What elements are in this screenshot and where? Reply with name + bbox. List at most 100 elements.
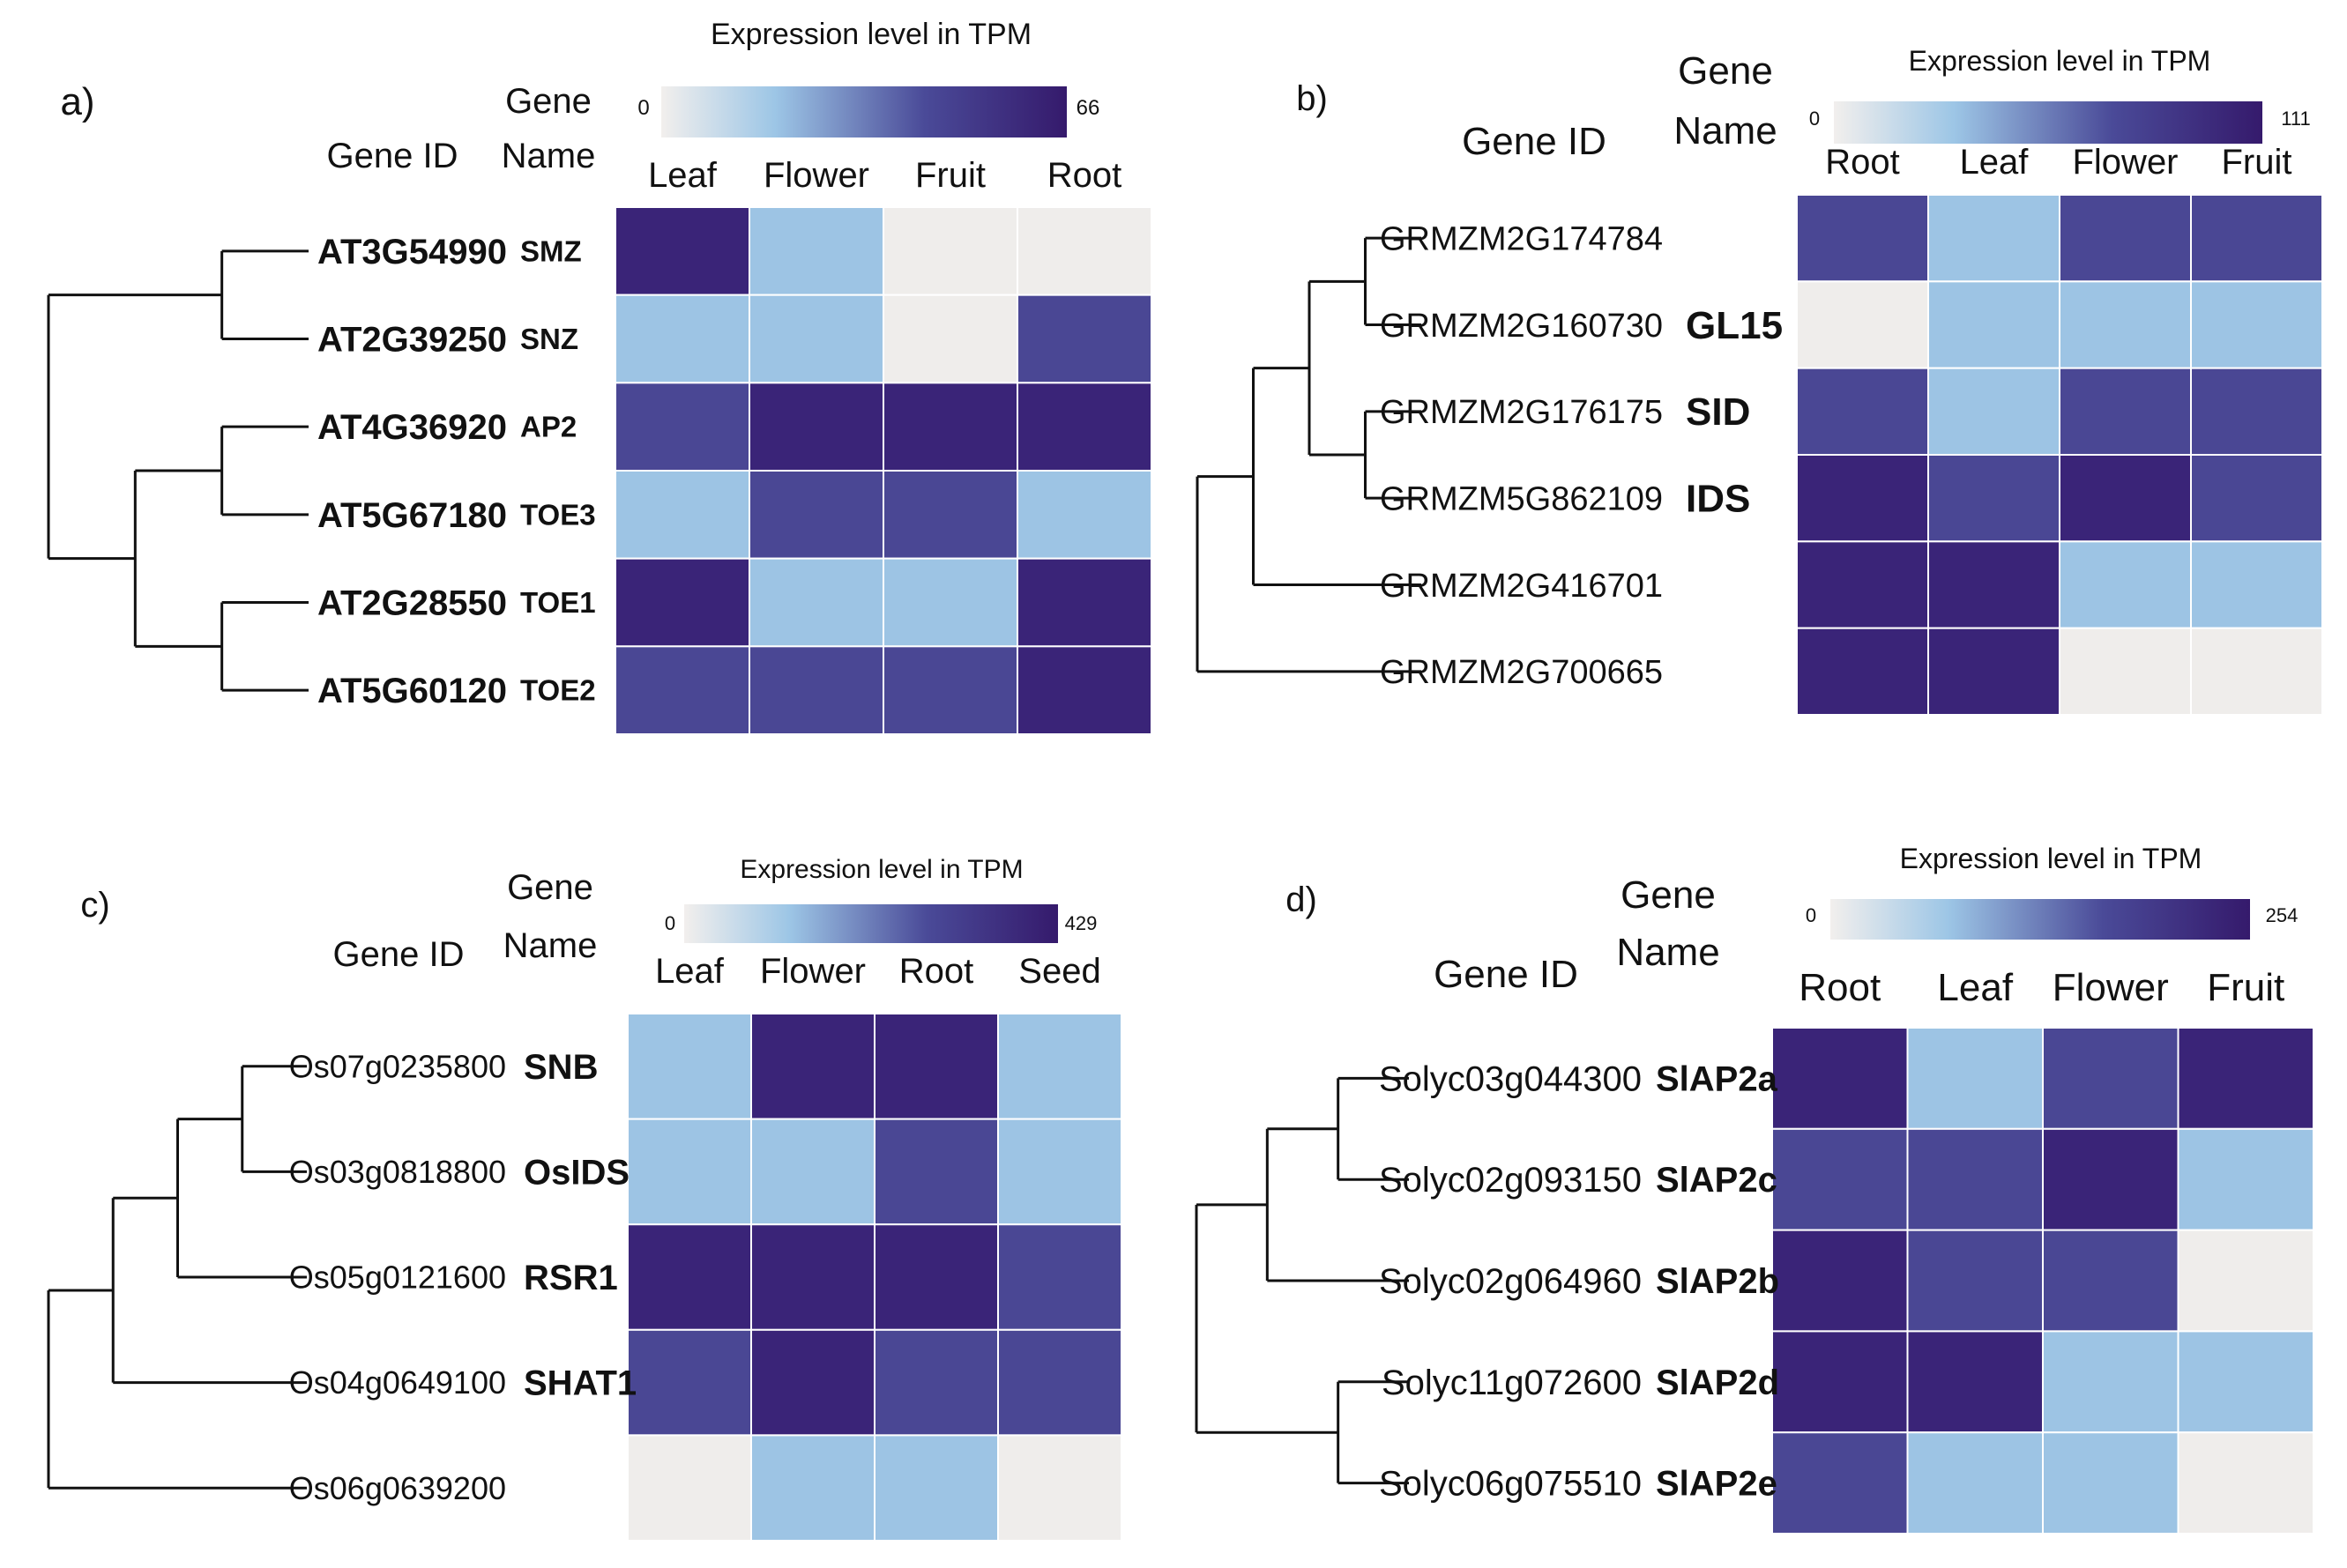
gene-id-label: Solyc11g072600 [1382, 1364, 1642, 1402]
gene-id-label: Os05g0121600 [289, 1260, 506, 1296]
heatmap-cell [883, 470, 1018, 560]
heatmap-cell [874, 1328, 999, 1437]
gene-name-label: SNZ [520, 323, 578, 355]
heatmap-cell [997, 1223, 1122, 1331]
column-label-seed: Seed [1018, 952, 1100, 991]
heatmap-cell [1796, 280, 1929, 369]
heatmap-cell [883, 206, 1018, 296]
heatmap-cell [2177, 1229, 2314, 1333]
heatmap-cell [2059, 194, 2192, 283]
gene-id-label: AT3G54990 [317, 233, 507, 271]
heatmap-cell [1771, 1330, 1909, 1434]
heatmap-cell [1796, 194, 1929, 283]
heatmap-cell [2190, 367, 2323, 456]
column-label-root: Root [1825, 143, 1900, 182]
heatmap-cell [1796, 627, 1929, 717]
gene-name-header-line2: Name [502, 137, 596, 175]
heatmap-cell [749, 557, 884, 648]
heatmap-cell [1927, 194, 2060, 283]
heatmap-cell [627, 1118, 752, 1226]
gene-name-label: RSR1 [524, 1259, 618, 1297]
gene-name-label: IDS [1686, 478, 1750, 521]
heatmap-cell [749, 382, 884, 472]
column-label-fruit: Fruit [2222, 143, 2292, 182]
column-label-leaf: Leaf [1937, 966, 2013, 1009]
heatmap-cell [615, 294, 750, 384]
heatmap-cell [997, 1013, 1122, 1120]
panel-label: c) [80, 886, 109, 925]
gene-id-label: Os07g0235800 [289, 1048, 506, 1084]
scale-min-label: 0 [1809, 108, 1820, 130]
gene-name-label: SlAP2b [1656, 1262, 1779, 1301]
gene-name-label: GL15 [1686, 304, 1783, 347]
heatmap-cell [615, 645, 750, 735]
gene-id-label: GRMZM2G160730 [1380, 308, 1663, 345]
heatmap-cell [750, 1434, 875, 1542]
heatmap-cell [1017, 382, 1152, 472]
gene-name-header-line2: Name [1616, 931, 1719, 974]
heatmap-cell [1796, 367, 1929, 456]
heatmap-cell [2177, 1431, 2314, 1535]
heatmap-cell [1906, 1330, 2044, 1434]
gene-id-header: Gene ID [333, 935, 465, 974]
gene-id-label: Solyc02g093150 [1379, 1161, 1642, 1200]
heatmap-cell [1796, 454, 1929, 543]
gene-id-label: GRMZM2G700665 [1380, 654, 1663, 691]
scale-max-label: 429 [1065, 912, 1098, 934]
column-label-flower: Flower [2053, 966, 2169, 1009]
scale-min-label: 0 [1806, 904, 1816, 926]
heatmap-cell [2177, 1027, 2314, 1130]
heatmap-cell [883, 557, 1018, 648]
heatmap-cell [1927, 454, 2060, 543]
heatmap-cell [1906, 1431, 2044, 1535]
scale-title: Expression level in TPM [711, 18, 1032, 51]
gene-name-label: TOE3 [520, 498, 596, 531]
gene-name-label: TOE1 [520, 586, 596, 619]
heatmap-cell [2059, 280, 2192, 369]
heatmap-cell [627, 1223, 752, 1331]
panel-label: d) [1285, 881, 1317, 919]
gene-name-label: SID [1686, 390, 1750, 434]
gene-id-label: AT2G39250 [317, 321, 507, 360]
scale-title: Expression level in TPM [740, 855, 1023, 884]
gene-name-label: AP2 [520, 411, 577, 443]
gene-id-label: GRMZM5G862109 [1380, 480, 1663, 517]
gene-id-label: AT4G36920 [317, 408, 507, 447]
heatmap-cell [2190, 454, 2323, 543]
heatmap-cell [2190, 280, 2323, 369]
color-scale-bar [661, 86, 1067, 137]
heatmap-cell [997, 1118, 1122, 1226]
heatmap-cell [874, 1223, 999, 1331]
gene-name-label: SlAP2e [1656, 1465, 1777, 1504]
gene-id-label: Os06g0639200 [289, 1470, 506, 1506]
heatmap-cell [750, 1013, 875, 1120]
heatmap-cell [1927, 367, 2060, 456]
heatmap-cell [1771, 1127, 1909, 1231]
heatmap-cell [1017, 470, 1152, 560]
gene-name-label: SNB [524, 1048, 598, 1087]
heatmap-cell [1017, 206, 1152, 296]
panel-label: a) [60, 80, 94, 123]
heatmap-cell [749, 294, 884, 384]
panel-label: b) [1296, 79, 1328, 118]
heatmap-cell [1927, 540, 2060, 629]
heatmap-cell [1796, 540, 1929, 629]
gene-id-label: GRMZM2G416701 [1380, 568, 1663, 605]
gene-name-label: SHAT1 [524, 1364, 637, 1403]
heatmap-cell [2059, 454, 2192, 543]
column-label-flower: Flower [2072, 143, 2178, 182]
heatmap-cell [1906, 1229, 2044, 1333]
heatmap-cell [1906, 1027, 2044, 1130]
heatmap-cell [2190, 194, 2323, 283]
gene-id-label: AT2G28550 [317, 584, 507, 623]
gene-name-label: SlAP2c [1656, 1161, 1777, 1200]
heatmap-cell [2042, 1127, 2179, 1231]
column-label-leaf: Leaf [648, 156, 718, 195]
scale-max-label: 66 [1077, 96, 1100, 120]
scale-min-label: 0 [637, 96, 649, 120]
gene-id-label: Solyc06g075510 [1379, 1465, 1642, 1504]
column-label-leaf: Leaf [655, 952, 725, 991]
